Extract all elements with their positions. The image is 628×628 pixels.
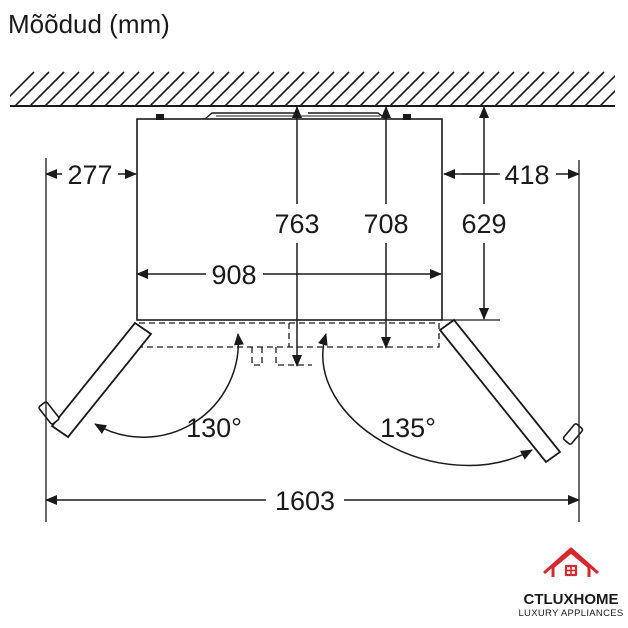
dim-depth-body: 629: [461, 209, 506, 239]
wall-hatch-line: [494, 71, 530, 105]
wall-hatch-line: [239, 71, 275, 105]
dim-width: 908: [211, 260, 256, 290]
wall-hatch-line: [464, 71, 500, 105]
wall-hatch-line: [149, 71, 185, 105]
dim-right-clearance: 418: [504, 160, 549, 190]
door-swing-arcs: [94, 333, 533, 467]
wall-hatch-line: [269, 71, 305, 105]
wall-hatch-line: [419, 71, 455, 105]
wall-hatch-line: [29, 71, 65, 105]
wall-hatch-line: [74, 71, 110, 105]
dim-depth-door: 708: [363, 209, 408, 239]
wall-hatch-line: [194, 71, 230, 105]
wall-hatch-line: [44, 71, 80, 105]
dimension-arrows: [45, 106, 580, 505]
wall-hatch-line: [14, 71, 50, 105]
wall-hatch-line: [524, 71, 560, 105]
wall-hatch-line: [299, 71, 335, 105]
wall-hatch-line: [584, 74, 615, 105]
left-door-open: [38, 321, 153, 439]
wall-hatch-line: [119, 71, 155, 105]
right-door-open: [438, 318, 584, 464]
dim-depth-total: 763: [274, 209, 319, 239]
wall-hatch-line: [10, 71, 35, 98]
wall-hatch-line: [434, 71, 470, 105]
wall: [10, 71, 615, 107]
dim-left-clearance: 277: [67, 160, 112, 190]
wall-hatch-line: [569, 71, 605, 105]
wall-hatch-line: [89, 71, 125, 105]
wall-hatch-line: [404, 71, 440, 105]
wall-hatch-line: [134, 71, 170, 105]
closed-door-outline: [138, 322, 440, 366]
diagram-title: Mõõdud (mm): [8, 9, 170, 39]
wall-hatch-line: [209, 71, 245, 105]
dim-total-width-open: 1603: [275, 486, 335, 516]
brand-logo: CTLUXHOME LUXURY APPLIANCES: [518, 547, 623, 619]
brand-name: CTLUXHOME: [524, 591, 619, 608]
wall-hatch-line: [554, 71, 590, 105]
wall-hatch-line: [329, 71, 365, 105]
wall-hatch-line: [179, 71, 215, 105]
fridge-body: [136, 112, 443, 321]
wall-hatch-line: [164, 71, 200, 105]
wall-hatch-line: [284, 71, 320, 105]
angle-right-door: 135°: [380, 413, 436, 443]
brand-tagline: LUXURY APPLIANCES: [518, 608, 623, 619]
wall-hatch-line: [509, 71, 545, 105]
wall-hatch-line: [254, 71, 290, 105]
wall-hatch-line: [224, 71, 260, 105]
wall-hatch-line: [344, 71, 380, 105]
wall-hatch-line: [314, 71, 350, 105]
wall-hatch-line: [539, 71, 575, 105]
wall-hatch-line: [104, 71, 140, 105]
wall-hatch-line: [359, 71, 395, 105]
wall-hatch-line: [59, 71, 95, 105]
house-icon: [543, 547, 599, 577]
angle-left-door: 130°: [186, 413, 242, 443]
wall-hatch-line: [449, 71, 485, 105]
wall-hatch-line: [374, 71, 410, 105]
wall-hatch-line: [389, 71, 425, 105]
wall-hatch-line: [614, 104, 615, 105]
wall-hatch-line: [479, 71, 515, 105]
wall-hatch-line: [599, 89, 615, 105]
